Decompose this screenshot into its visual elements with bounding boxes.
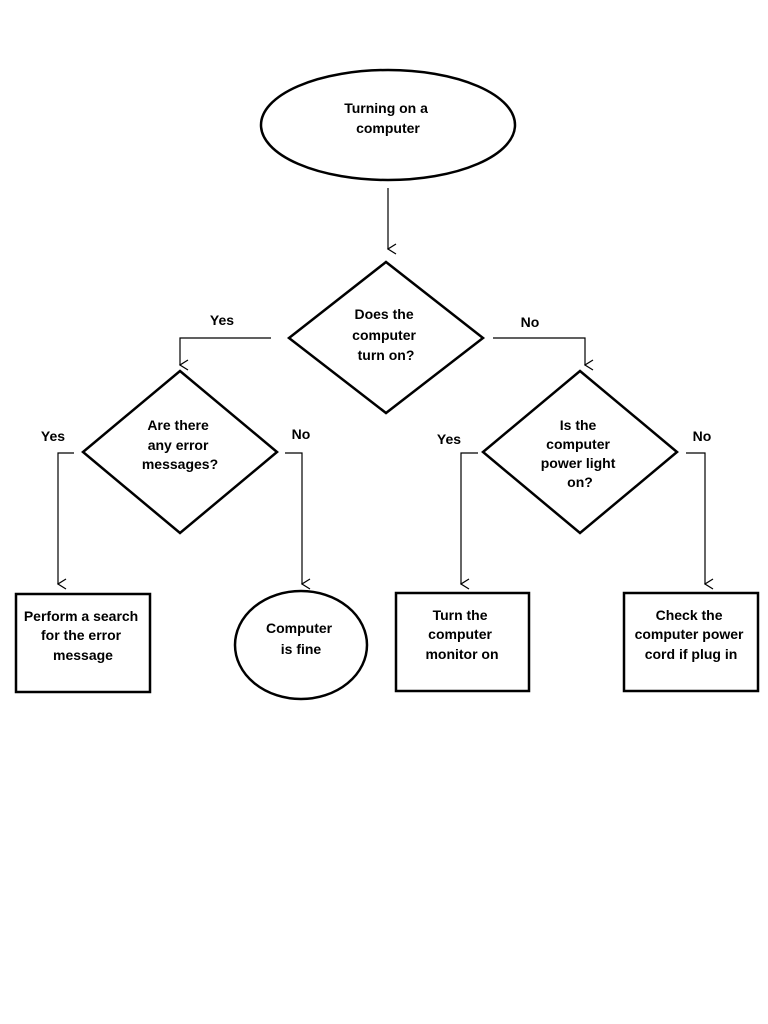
decision-errors-line-3: messages? xyxy=(142,456,218,472)
process-search-error-line-1: Perform a search xyxy=(24,608,138,624)
edge-label-errors-no: No xyxy=(292,426,311,442)
process-turn-monitor-on-line-1: Turn the xyxy=(433,607,488,623)
decision-errors-line-1: Are there xyxy=(147,417,209,433)
terminal-computer-fine-line-2: is fine xyxy=(281,641,322,657)
edge-label-light-yes: Yes xyxy=(437,431,461,447)
decision-power-light-label: Is the computer power light on? xyxy=(541,417,620,490)
terminal-computer-fine: Computer is fine xyxy=(233,589,369,701)
terminal-computer-fine-line-1: Computer xyxy=(266,620,333,636)
process-search-error-label: Perform a search for the error message xyxy=(24,608,142,663)
decision-turn-on-line-2: computer xyxy=(352,327,416,343)
connector-light-no xyxy=(686,452,705,584)
process-check-power-cord-line-3: cord if plug in xyxy=(645,646,738,662)
process-turn-monitor-on-box xyxy=(394,591,531,693)
process-turn-monitor-on-label: Turn the computer monitor on xyxy=(425,607,498,662)
connector-errors-yes xyxy=(58,452,74,584)
start-line-1: Turning on a xyxy=(344,100,428,116)
process-check-power-cord: Check the computer power cord if plug in xyxy=(622,591,760,693)
edge-label-turn-on-yes: Yes xyxy=(210,312,234,328)
decision-errors-line-2: any error xyxy=(148,437,209,453)
decision-power-light-line-1: Is the xyxy=(560,417,597,433)
decision-turn-on: Does the computer turn on? xyxy=(286,260,486,415)
process-search-error: Perform a search for the error message xyxy=(14,592,152,694)
process-search-error-line-3: message xyxy=(53,647,113,663)
decision-errors: Are there any error messages? xyxy=(81,369,279,535)
decision-power-light: Is the computer power light on? xyxy=(481,369,679,535)
decision-turn-on-label: Does the computer turn on? xyxy=(352,306,420,363)
start-node: Turning on a computer xyxy=(259,68,517,182)
process-check-power-cord-line-1: Check the xyxy=(656,607,723,623)
decision-turn-on-diamond xyxy=(286,260,486,415)
decision-errors-label: Are there any error messages? xyxy=(142,417,218,472)
terminal-computer-fine-label: Computer is fine xyxy=(266,620,336,657)
process-turn-monitor-on: Turn the computer monitor on xyxy=(394,591,531,693)
process-turn-monitor-on-line-2: computer xyxy=(428,626,492,642)
edge-label-errors-yes: Yes xyxy=(41,428,65,444)
start-line-2: computer xyxy=(356,120,420,136)
decision-power-light-line-2: computer xyxy=(546,436,610,452)
terminal-computer-fine-ellipse xyxy=(233,589,369,701)
process-search-error-line-2: for the error xyxy=(41,627,122,643)
decision-power-light-line-4: on? xyxy=(567,474,593,490)
decision-power-light-line-3: power light xyxy=(541,455,616,471)
process-check-power-cord-label: Check the computer power cord if plug in xyxy=(635,607,748,662)
connector-light-yes xyxy=(461,452,478,584)
start-node-label: Turning on a computer xyxy=(344,100,432,136)
decision-errors-diamond xyxy=(81,369,279,535)
start-ellipse xyxy=(259,68,517,182)
process-search-error-box xyxy=(14,592,152,694)
process-turn-monitor-on-line-3: monitor on xyxy=(425,646,498,662)
process-check-power-cord-box xyxy=(622,591,760,693)
edge-label-light-no: No xyxy=(693,428,712,444)
process-check-power-cord-line-2: computer power xyxy=(635,626,744,642)
decision-turn-on-line-3: turn on? xyxy=(358,347,415,363)
connector-errors-no xyxy=(285,452,302,584)
decision-turn-on-line-1: Does the xyxy=(354,306,413,322)
decision-power-light-diamond xyxy=(481,369,679,535)
edge-label-turn-on-no: No xyxy=(521,314,540,330)
connector-turn-on-no xyxy=(493,337,585,365)
connector-turn-on-yes xyxy=(180,337,271,365)
